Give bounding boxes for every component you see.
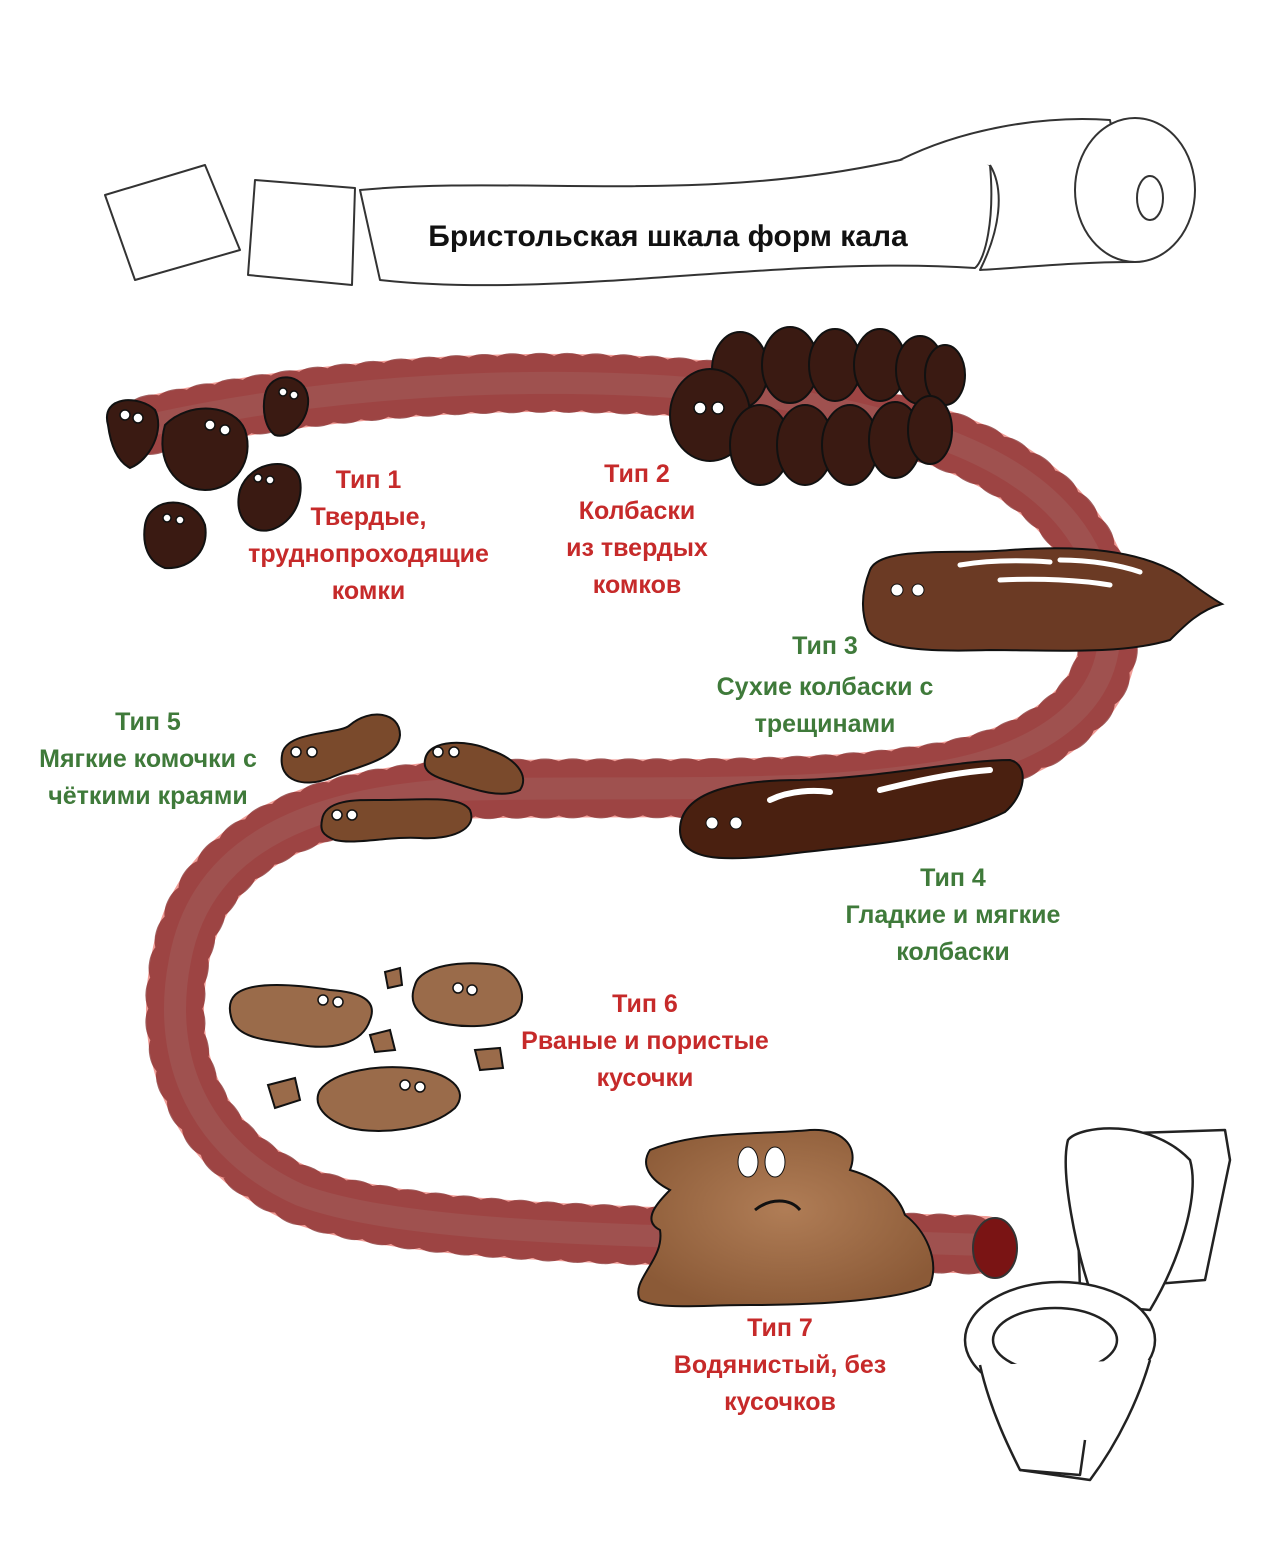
toilet-paper-roll-icon: [104, 117, 1196, 287]
stool-type-4: [678, 758, 1024, 860]
stool-type-2: [669, 326, 966, 486]
type-1-label: Тип 1 Твердые, труднопроходящие комки: [248, 466, 489, 605]
stool-type-7: [637, 1128, 935, 1308]
type-5-label: Тип 5 Мягкие комочки с чёткими краями: [39, 708, 257, 810]
type-6-label: Тип 6 Рваные и пористые кусочки: [521, 990, 769, 1092]
toilet-icon: [963, 1127, 1232, 1482]
type-3-label: Тип 3 Сухие колбаски с трещинами: [716, 632, 934, 738]
stool-type-6: [228, 962, 524, 1132]
type-7-label: Тип 7 Водянистый, без кусочков: [673, 1314, 887, 1416]
stool-type-5: [280, 713, 525, 843]
stool-type-3: [862, 547, 1225, 652]
type-4-label: Тип 4 Гладкие и мягкие колбаски: [845, 864, 1061, 966]
page-title: Бристольская шкала форм кала: [428, 220, 908, 253]
type-2-label: Тип 2 Колбаски из твердых комков: [566, 460, 708, 599]
